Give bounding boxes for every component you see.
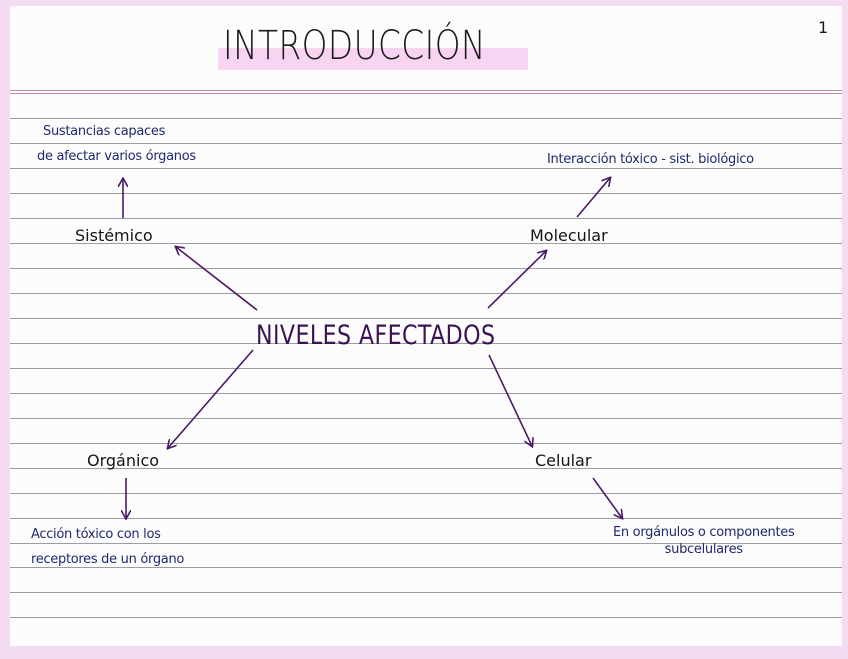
desc-line: receptores de un órgano	[31, 552, 185, 567]
ruled-line	[10, 168, 842, 169]
ruled-line	[10, 293, 842, 294]
desc-line: Interacción tóxico - sist. biológico	[547, 152, 754, 167]
ruled-line	[10, 268, 842, 269]
page-number: 1	[818, 18, 829, 37]
arrow-to-organico	[168, 349, 254, 448]
arrows	[10, 6, 842, 646]
desc-line: Acción tóxico con los	[31, 527, 161, 542]
arrow-celular-desc	[592, 477, 622, 518]
desc-line: de afectar varios órganos	[37, 149, 196, 164]
ruled-line	[10, 443, 842, 444]
ruled-line	[10, 393, 842, 394]
ruled-line	[10, 218, 842, 219]
header-rule	[10, 93, 842, 94]
arrow-to-sistemico	[176, 247, 258, 311]
desc-line: subcelulares	[664, 542, 743, 557]
branch-organico: Orgánico	[87, 451, 160, 470]
header-rule	[10, 90, 842, 91]
ruled-line	[10, 468, 842, 469]
ruled-line	[10, 143, 842, 144]
ruled-line	[10, 318, 842, 319]
arrow-to-molecular	[487, 251, 546, 309]
ruled-line	[10, 543, 842, 544]
ruled-line	[10, 518, 842, 519]
ruled-line	[10, 418, 842, 419]
branch-celular: Celular	[535, 451, 592, 470]
desc-line: Sustancias capaces	[43, 124, 166, 139]
ruled-line	[10, 592, 842, 593]
branch-molecular: Molecular	[530, 226, 608, 245]
desc-molecular: Interacción tóxico - sist. biológico	[547, 147, 754, 172]
title-highlight	[218, 48, 528, 70]
arrow-molecular-desc	[576, 178, 610, 218]
desc-organico: Acción tóxico con los receptores de un ó…	[31, 522, 184, 572]
ruled-line	[10, 567, 842, 568]
ruled-line	[10, 343, 842, 344]
ruled-line	[10, 243, 842, 244]
ruled-line	[10, 193, 842, 194]
desc-sistemico: Sustancias capaces de afectar varios órg…	[37, 119, 196, 169]
page-title: INTRODUCCIÓN	[223, 23, 486, 69]
ruled-line	[10, 617, 842, 618]
ruled-line	[10, 493, 842, 494]
arrow-to-celular	[488, 354, 532, 446]
mindmap-center: NIVELES AFECTADOS	[256, 320, 496, 351]
desc-line: En orgánulos o componentes	[613, 525, 795, 540]
desc-celular: En orgánulos o componentes subcelulares	[613, 524, 795, 558]
ruled-line	[10, 368, 842, 369]
notebook-page: INTRODUCCIÓN 1 NIVELES AFECTADOS Sistémi…	[10, 6, 842, 646]
ruled-line	[10, 118, 842, 119]
branch-sistemico: Sistémico	[75, 226, 153, 245]
